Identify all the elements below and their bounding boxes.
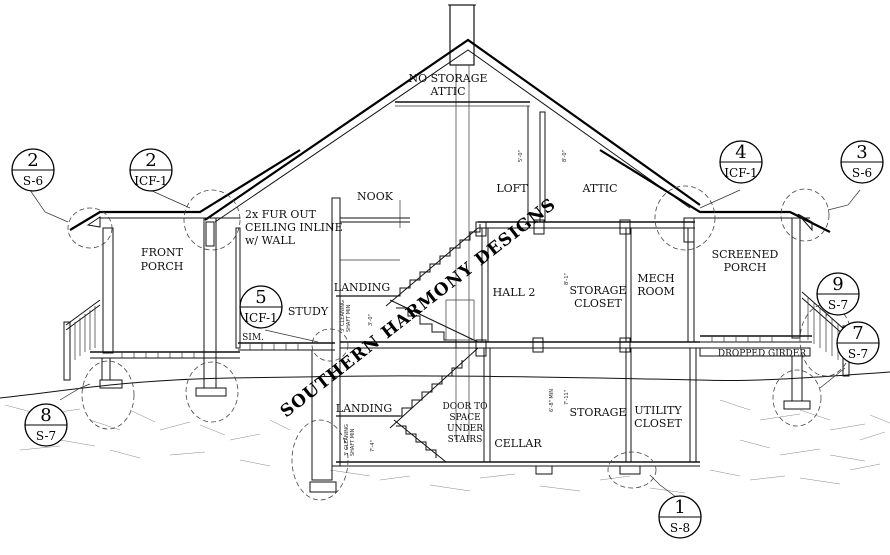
leader-lines [29, 189, 861, 501]
detail-tags: 2 S-6 2 ICF-1 4 ICF-1 3 S-6 5 ICF-1 [11, 140, 884, 539]
tag-number: 8 [40, 405, 51, 426]
cleaning-upper-2: SHAFT MIN [346, 304, 352, 332]
utility-closet-label-2: CLOSET [634, 417, 682, 430]
tag-reference: S-7 [828, 298, 848, 312]
right-balusters [807, 298, 839, 360]
fur-out-note-2: CEILING INLINE [245, 221, 343, 234]
dim-loft-2: 8'-0" [562, 150, 568, 162]
dim-stair-lower: 7'-4" [370, 440, 376, 452]
dim-cellar-min: 6'-8" MIN [549, 389, 555, 412]
detail-tag[interactable]: 2 ICF-1 [129, 148, 173, 192]
screened-porch-label-1: SCREENED [712, 248, 779, 261]
mech-room-label-2: ROOM [637, 285, 675, 298]
dropped-girder-label: DROPPED GIRDER [718, 349, 806, 359]
attic-top-label-1: NO STORAGE [408, 72, 487, 85]
ground [0, 371, 890, 494]
cleaning-lower-2: SHAFT MIN [350, 428, 356, 456]
tag-number: 3 [856, 142, 867, 163]
tag-reference: ICF-1 [244, 311, 277, 325]
dim-loft-1: 5'-0" [518, 150, 524, 162]
door-note-3: UNDER [447, 424, 483, 434]
tag-number: 2 [27, 150, 38, 171]
door-note-1: DOOR TO [443, 402, 488, 412]
detail-tag[interactable]: 5 ICF-1 [239, 285, 283, 329]
fur-out-note-1: 2x FUR OUT [245, 208, 317, 221]
tag-reference: S-6 [23, 174, 43, 188]
detail-tag[interactable]: 9 S-7 [816, 272, 860, 316]
tag-number: 9 [832, 274, 843, 295]
storage-closet-label-1: STORAGE [570, 284, 627, 297]
dimension-notes: 8'-1" 7'-11" 6'-8" MIN 5'-0" 8'-0" 3'-0"… [340, 150, 570, 456]
detail-circles [67, 185, 853, 501]
tag-number: 5 [255, 287, 266, 308]
loft-label: LOFT [496, 182, 528, 195]
cleaning-lower-1: 3' CLEANING [344, 424, 350, 456]
tag-reference: S-7 [848, 347, 868, 361]
tag-reference: ICF-1 [724, 166, 757, 180]
detail-tag[interactable]: 1 S-8 [658, 495, 702, 539]
roof [69, 4, 831, 440]
tag-number: 1 [674, 497, 685, 518]
dim-stair-upper: 3'-0" [368, 314, 374, 326]
tag-number: 4 [735, 142, 746, 163]
sim-label: SIM. [242, 333, 264, 343]
cellar-label: CELLAR [494, 437, 542, 450]
door-note-2: SPACE [449, 413, 480, 423]
screened-porch-label-2: PORCH [724, 261, 767, 274]
fur-out-note-3: w/ WALL [245, 234, 296, 247]
utility-closet-label-1: UTILITY [634, 404, 682, 417]
door-note-4: STAIRS [448, 435, 483, 445]
detail-tag[interactable]: 3 S-6 [840, 140, 884, 184]
tag-reference: S-7 [36, 429, 56, 443]
detail-tag[interactable]: 8 S-7 [24, 403, 68, 447]
nook-label: NOOK [357, 190, 394, 203]
study-label: STUDY [288, 305, 329, 318]
hall2-label: HALL 2 [493, 286, 536, 299]
dim-upper-height: 8'-1" [564, 273, 570, 285]
tag-reference: ICF-1 [134, 174, 167, 188]
front-porch-label-2: PORCH [141, 260, 184, 273]
detail-tag[interactable]: 2 S-6 [11, 148, 55, 192]
dim-lower-height: 7'-11" [564, 390, 570, 405]
storage-closet-label-2: CLOSET [574, 297, 622, 310]
attic-top-label-2: ATTIC [430, 85, 466, 98]
detail-tag[interactable]: 7 S-7 [836, 321, 880, 365]
storage-label: STORAGE [570, 406, 627, 419]
joists [121, 217, 773, 358]
tag-number: 7 [852, 323, 863, 344]
front-porch-label-1: FRONT [141, 246, 184, 259]
landing-lower-label: LANDING [336, 402, 392, 415]
cleaning-upper-1: 3' CLEANING [340, 300, 346, 332]
detail-tag[interactable]: 4 ICF-1 [719, 140, 763, 184]
porch-balusters [69, 306, 96, 365]
tag-reference: S-6 [852, 166, 872, 180]
attic-label: ATTIC [582, 182, 618, 195]
room-labels: NO STORAGE ATTIC NOOK LOFT ATTIC FRONT P… [141, 72, 807, 450]
stairs [340, 200, 481, 463]
tag-number: 2 [145, 150, 156, 171]
tag-reference: S-8 [670, 521, 690, 535]
landing-upper-label: LANDING [334, 281, 390, 294]
mech-room-label-1: MECH [637, 272, 674, 285]
